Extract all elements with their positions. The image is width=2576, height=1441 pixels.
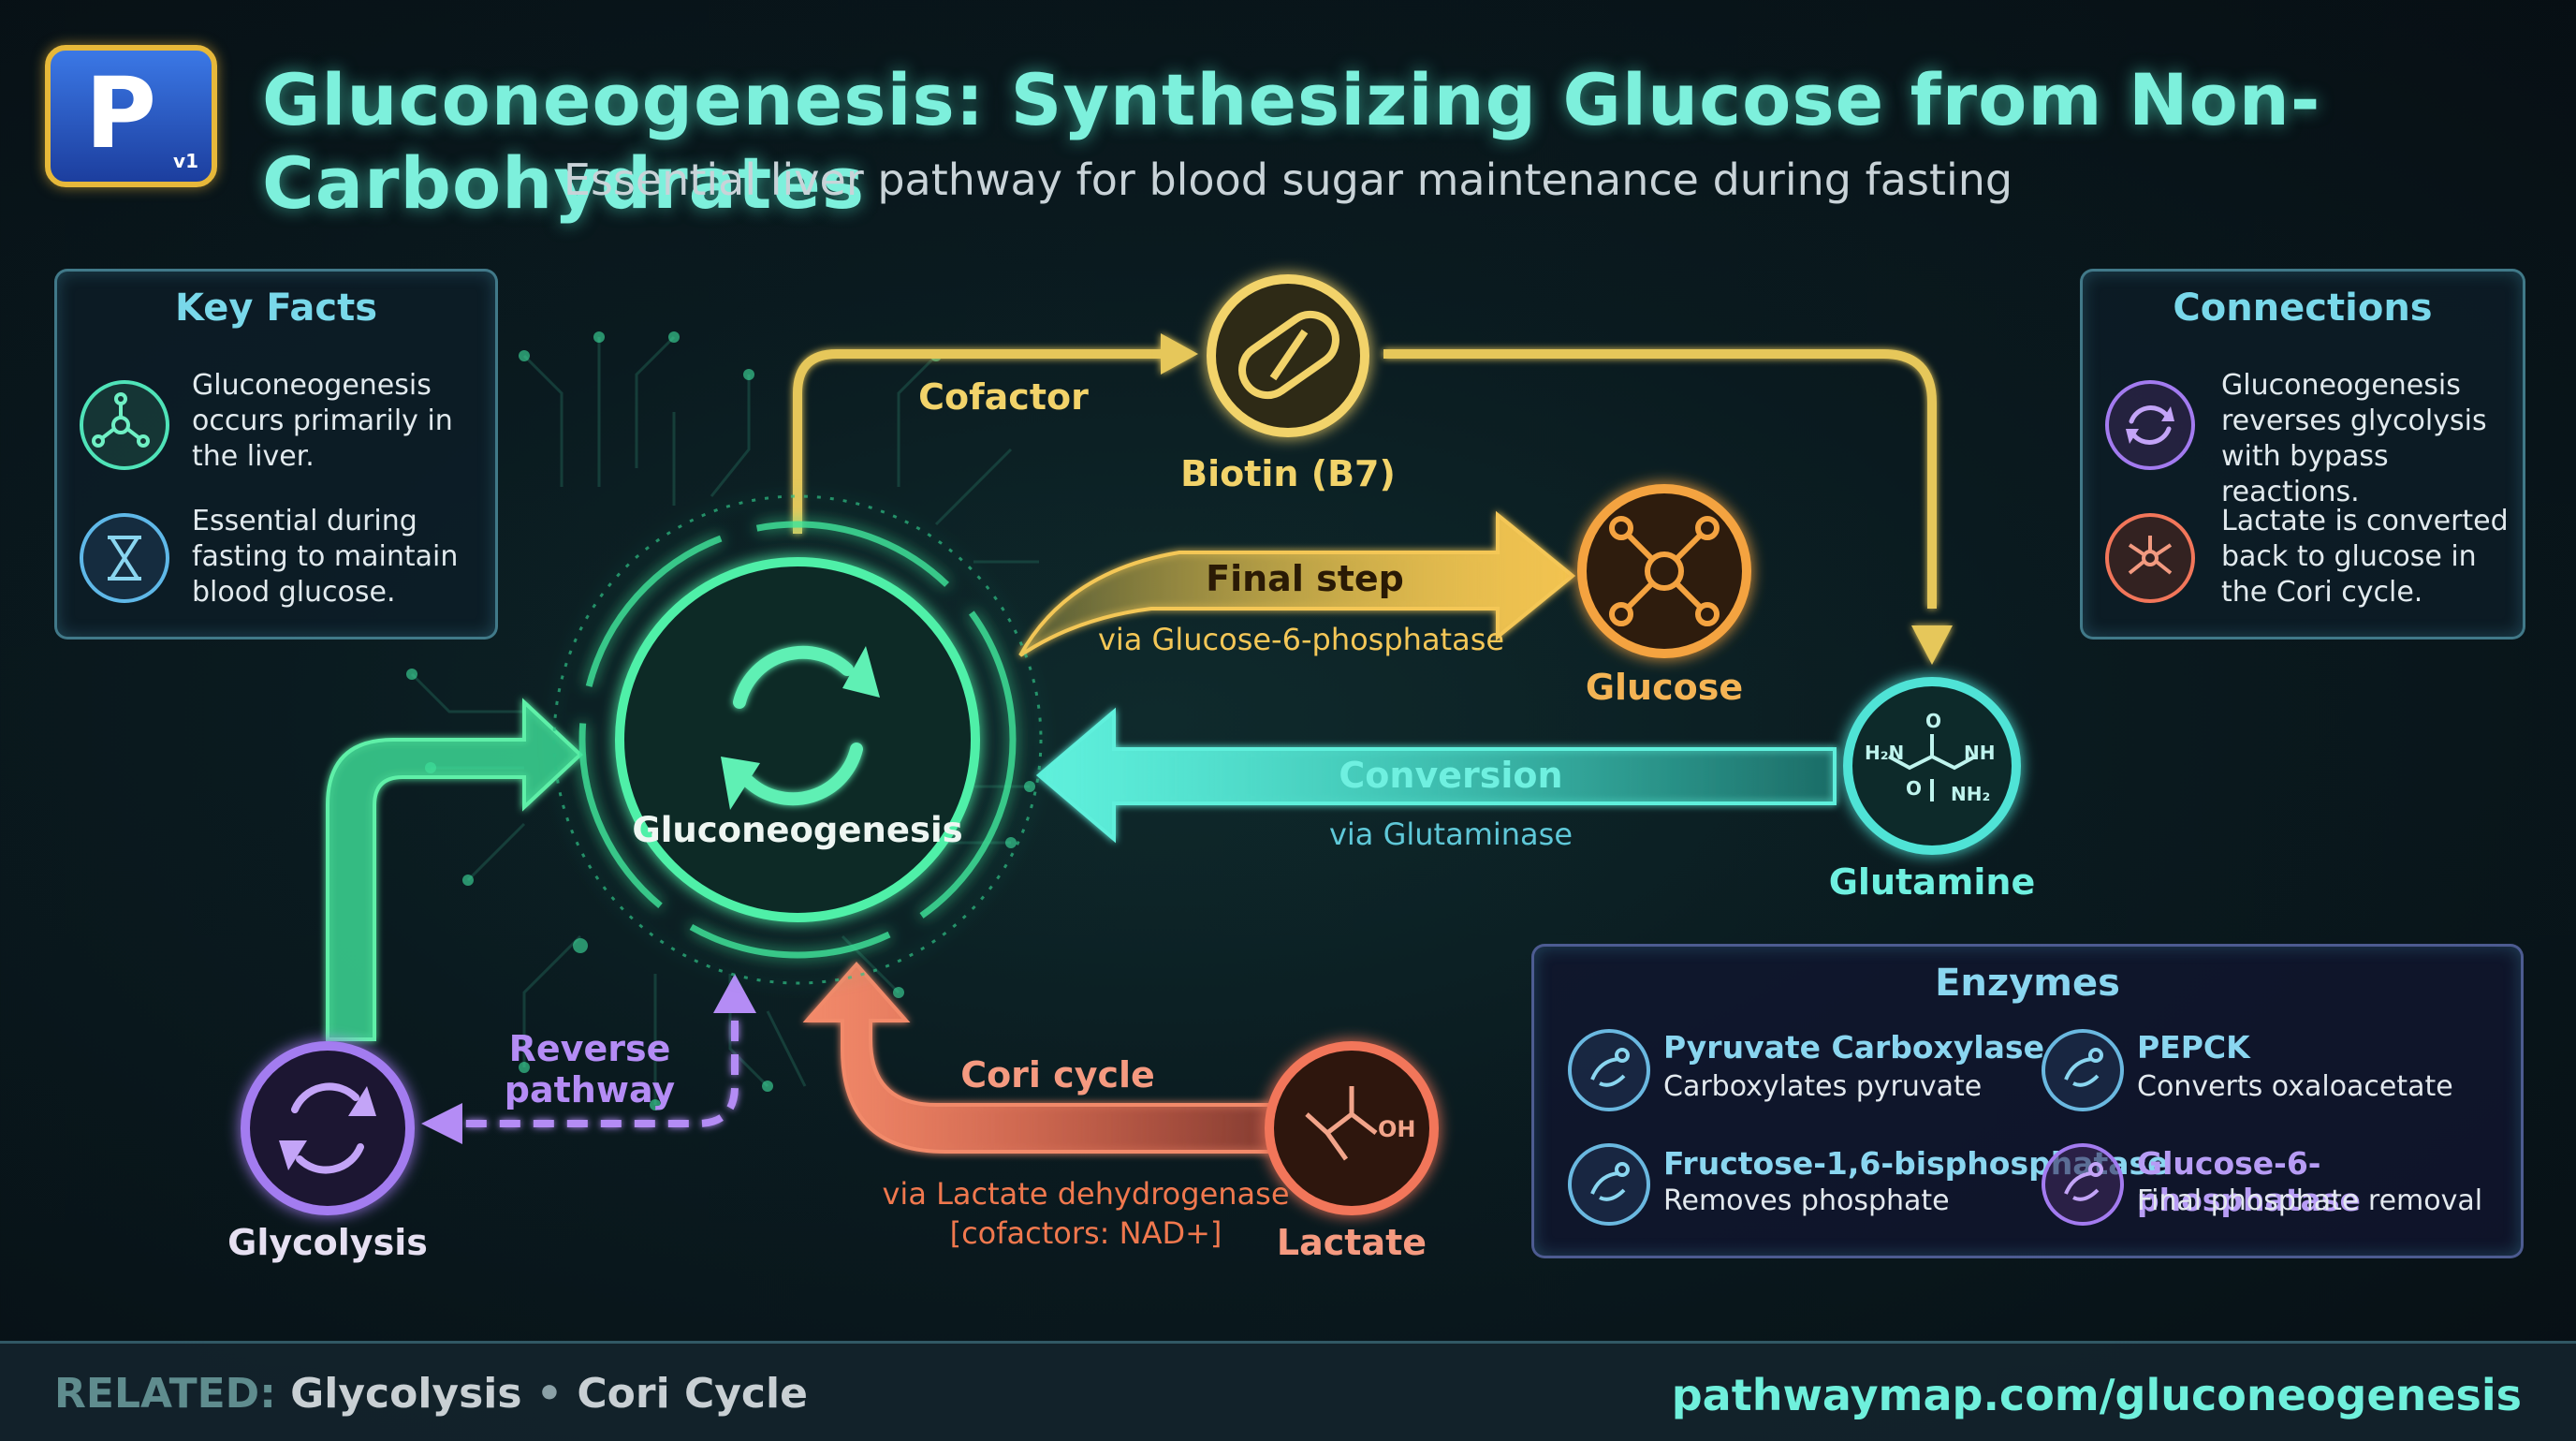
logo-version: v1 <box>173 150 198 172</box>
enzyme-desc-2: Converts oxaloacetate <box>2137 1070 2453 1103</box>
formula-bottom: O <box>1906 777 1923 800</box>
formula-left: H₂N <box>1865 742 1905 764</box>
glutamine-structure-icon <box>1888 734 1976 801</box>
conversion-label: Conversion <box>1339 755 1563 796</box>
molecule-icon-connection <box>2105 513 2195 603</box>
molecule-icon-glucose <box>1609 516 1720 626</box>
final-step-sub: via Glucose-6-phosphatase <box>1097 622 1505 657</box>
enzyme-name-2: PEPCK <box>2137 1029 2250 1066</box>
final-step-arrow <box>1018 510 1576 657</box>
cofactor-label: Cofactor <box>918 376 1089 418</box>
enzymes-title: Enzymes <box>1935 962 2120 1005</box>
related-link-glycolysis[interactable]: Glycolysis <box>290 1370 522 1418</box>
page-title: Gluconeogenesis: Synthesizing Glucose fr… <box>262 58 2321 225</box>
circuit-background <box>410 335 1039 1105</box>
cori-cycle-arrow <box>802 961 1275 1154</box>
glutamine-label: Glutamine <box>1828 861 2036 903</box>
recycle-arrows-icon <box>733 645 863 806</box>
connection-text-2: Lactate is converted back to glucose in … <box>2221 505 2509 609</box>
cycle-icon <box>2105 380 2195 470</box>
logo-letter: P <box>84 56 157 170</box>
enzyme-desc-1: Carboxylates pyruvate <box>1663 1070 1983 1103</box>
fact-text-1: Gluconeogenesis occurs primarily in the … <box>192 369 453 473</box>
enzyme-icon <box>2042 1143 2124 1226</box>
hourglass-icon <box>80 513 169 603</box>
enzyme-icon <box>1568 1143 1650 1226</box>
app-logo: P v1 <box>45 45 217 187</box>
page-subtitle: Essential liver pathway for blood sugar … <box>563 154 2013 205</box>
connections-title: Connections <box>2173 287 2433 330</box>
enzyme-icon <box>2042 1029 2124 1111</box>
lactate-formula-oh: OH <box>1378 1116 1416 1142</box>
enzyme-name-1: Pyruvate Carboxylase <box>1663 1029 2044 1066</box>
conversion-arrow <box>1035 707 1837 844</box>
glucose-label: Glucose <box>1585 667 1744 708</box>
enzyme-icon <box>1568 1029 1650 1111</box>
related-separator: • <box>535 1370 564 1418</box>
fact-text-2: Essential during fasting to maintain blo… <box>192 505 459 609</box>
lactate-node <box>1265 1041 1439 1215</box>
enzyme-name-4: Glucose-6-phosphatase <box>2137 1145 2361 1218</box>
formula-bottom-right: NH₂ <box>1951 783 1991 805</box>
glucose-node <box>1577 484 1751 658</box>
biotin-to-glutamine-arrow <box>1383 349 1937 609</box>
enzyme-desc-4: Final phosphate removal <box>2137 1184 2483 1217</box>
formula-top: O <box>1925 710 1942 732</box>
related-link-cori-cycle[interactable]: Cori Cycle <box>577 1370 808 1418</box>
key-facts-title: Key Facts <box>174 287 378 330</box>
reverse-label-2: pathway <box>504 1069 676 1110</box>
enzyme-desc-3: Removes phosphate <box>1663 1184 1950 1217</box>
glycolysis-node <box>241 1041 415 1215</box>
footer-bar: RELATED: Glycolysis • Cori Cycle pathway… <box>0 1341 2576 1441</box>
cycle-icon-glycolysis <box>291 1082 364 1174</box>
biotin-label: Biotin (B7) <box>1180 453 1396 494</box>
center-label: Gluconeogenesis <box>632 810 963 850</box>
cori-sub-2: [cofactors: NAD+] <box>949 1215 1222 1251</box>
key-facts-panel: Key Facts Gluconeogenesis occurs primari… <box>54 269 498 640</box>
connections-panel: Connections Gluconeogenesis reverses gly… <box>2080 269 2525 640</box>
glutamine-node <box>1843 677 2021 855</box>
final-step-label: Final step <box>1206 558 1404 599</box>
cofactor-arrow <box>793 349 1170 534</box>
lactate-label: Lactate <box>1276 1222 1427 1263</box>
pill-icon <box>1238 310 1339 400</box>
glycolysis-arrow <box>326 698 583 1041</box>
footer-url-link[interactable]: pathwaymap.com/gluconeogenesis <box>1671 1370 2522 1420</box>
related-label: RELATED: <box>54 1370 276 1418</box>
cori-sub-1: via Lactate dehydrogenase <box>882 1176 1290 1212</box>
center-node-gluconeogenesis <box>552 494 1043 985</box>
conversion-sub: via Glutaminase <box>1328 816 1573 852</box>
connection-text-1: Gluconeogenesis reverses glycolysis with… <box>2221 369 2487 508</box>
reverse-label-1: Reverse <box>508 1028 671 1069</box>
enzymes-panel: Enzymes Pyruvate Carboxylase Carboxylate… <box>1531 944 2524 1258</box>
cori-cycle-label: Cori cycle <box>960 1054 1155 1095</box>
lactate-structure-icon <box>1305 1086 1378 1161</box>
glycolysis-label: Glycolysis <box>227 1222 428 1263</box>
related-links: RELATED: Glycolysis • Cori Cycle <box>54 1370 808 1418</box>
molecule-icon <box>80 380 169 470</box>
formula-right: NH <box>1964 742 1996 764</box>
